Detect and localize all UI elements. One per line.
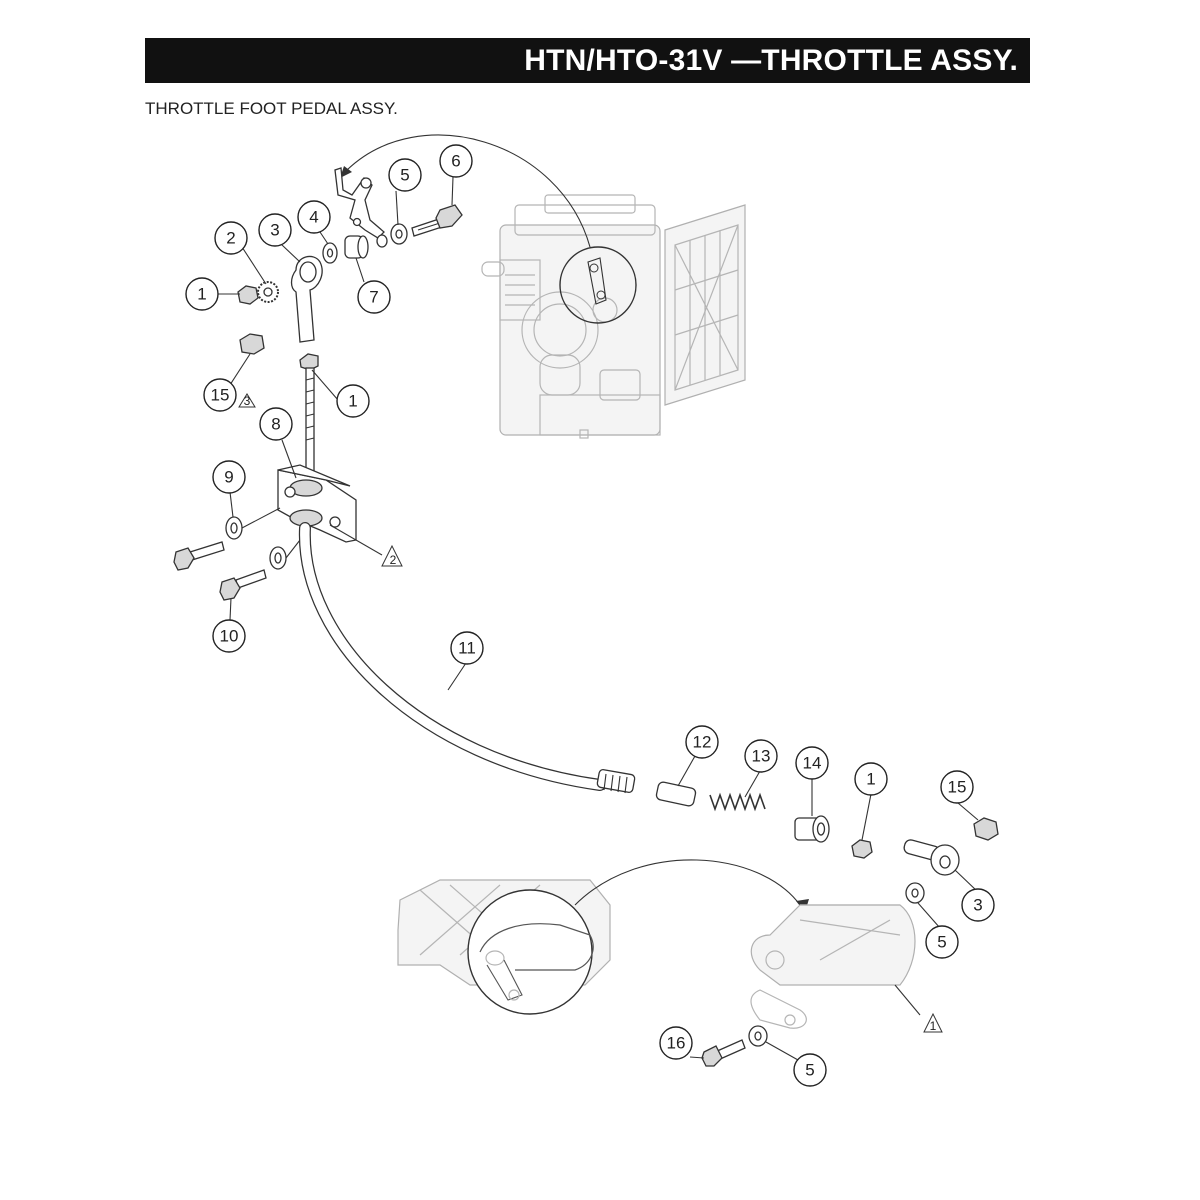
svg-text:2: 2 — [226, 229, 235, 248]
throttle-lever — [334, 167, 385, 239]
callout-12: 12 — [685, 725, 719, 759]
note-1: 1 — [923, 1012, 943, 1033]
callout-2: 2 — [214, 221, 248, 255]
callout-5-a: 5 — [388, 158, 422, 192]
svg-text:5: 5 — [937, 933, 946, 952]
bracket-hardware — [173, 507, 301, 601]
svg-text:15: 15 — [211, 386, 230, 405]
callouts: 1 2 3 4 5 6 7 15 1 8 9 10 11 12 13 14 1 … — [185, 144, 995, 1087]
pedal-linkage — [655, 781, 999, 876]
svg-text:15: 15 — [948, 778, 967, 797]
callout-15-a: 15 — [203, 378, 237, 412]
svg-text:1: 1 — [197, 285, 206, 304]
svg-text:7: 7 — [369, 288, 378, 307]
callout-1-c: 1 — [854, 762, 888, 796]
callout-1-b: 1 — [336, 384, 370, 418]
svg-text:11: 11 — [458, 639, 476, 658]
callout-16: 16 — [659, 1026, 693, 1060]
note-triangles: 3 2 1 — [238, 393, 943, 1033]
callout-9: 9 — [212, 460, 246, 494]
diagram-subtitle: THROTTLE FOOT PEDAL ASSY. — [145, 99, 398, 118]
callout-7: 7 — [357, 280, 391, 314]
svg-text:3: 3 — [244, 394, 251, 408]
svg-text:4: 4 — [309, 208, 318, 227]
cable-bracket — [277, 464, 357, 543]
engine-illustration — [481, 194, 746, 439]
upper-hardware — [322, 204, 463, 264]
callout-5-b: 5 — [925, 925, 959, 959]
threaded-rod — [305, 367, 315, 481]
svg-text:1: 1 — [348, 392, 357, 411]
upper-rod-end — [237, 255, 323, 371]
callout-8: 8 — [259, 407, 293, 441]
callout-6: 6 — [439, 144, 473, 178]
svg-text:3: 3 — [270, 221, 279, 240]
svg-text:6: 6 — [451, 152, 460, 171]
svg-text:9: 9 — [224, 468, 233, 487]
callout-11: 11 — [450, 631, 484, 665]
callout-5-c: 5 — [793, 1053, 827, 1087]
note-2: 2 — [381, 544, 403, 567]
svg-text:1: 1 — [866, 770, 875, 789]
svg-text:10: 10 — [220, 627, 239, 646]
svg-text:3: 3 — [973, 896, 982, 915]
callout-14: 14 — [795, 746, 829, 780]
foot-pedal — [397, 859, 925, 1067]
callout-13: 13 — [744, 739, 778, 773]
throttle-cable — [298, 522, 636, 794]
page-title-bar: HTN/HTO-31V —THROTTLE ASSY. — [145, 38, 1030, 83]
callout-3-a: 3 — [258, 213, 292, 247]
page-title: HTN/HTO-31V —THROTTLE ASSY. — [524, 43, 1018, 77]
callout-15-b: 15 — [940, 770, 974, 804]
svg-text:8: 8 — [271, 415, 280, 434]
svg-text:1: 1 — [930, 1019, 937, 1033]
callout-4: 4 — [297, 200, 331, 234]
leader-lines — [217, 176, 979, 1061]
svg-text:5: 5 — [805, 1061, 814, 1080]
callout-1-a: 1 — [185, 277, 219, 311]
svg-text:14: 14 — [803, 754, 822, 773]
callout-3-b: 3 — [961, 888, 995, 922]
svg-text:2: 2 — [390, 553, 397, 567]
svg-text:5: 5 — [400, 166, 409, 185]
svg-text:16: 16 — [667, 1034, 686, 1053]
callout-10: 10 — [212, 619, 246, 653]
note-3: 3 — [238, 393, 256, 408]
svg-text:12: 12 — [693, 733, 712, 752]
svg-text:13: 13 — [752, 747, 771, 766]
